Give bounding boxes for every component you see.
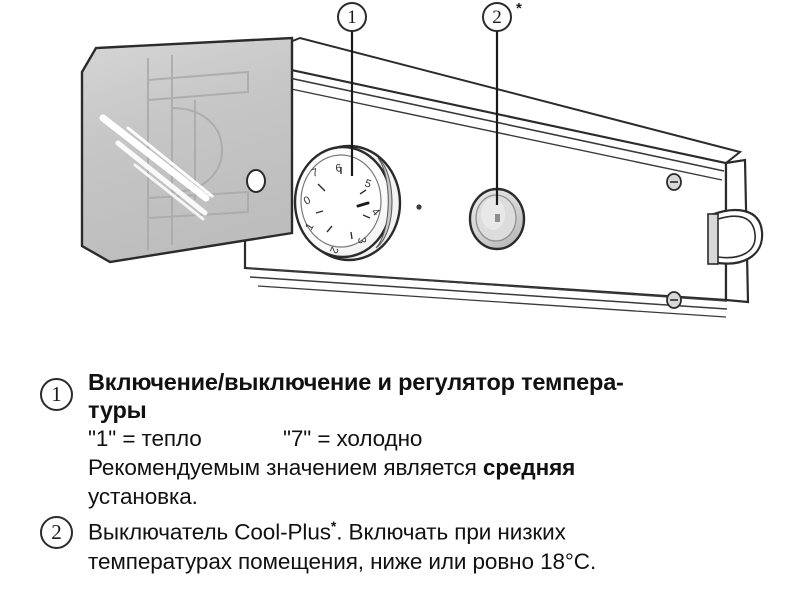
note-bold: средняя — [482, 455, 576, 480]
callout-badge-2: 2 — [482, 2, 512, 32]
side-handle[interactable] — [707, 208, 764, 265]
cool-plus-asterisk: * — [330, 518, 337, 534]
legend-1-note-line1: Рекомендуемым значением является средняя — [88, 453, 800, 482]
legend-2-line2: температурах помещения, ниже или ровно 1… — [88, 548, 597, 574]
legend-item-1: 1 Включение/выключение и регулятор темпе… — [0, 368, 800, 518]
legend-1-title-line1: Включение/выключение и регулятор темпера… — [88, 369, 624, 395]
cool-plus-label: Выключатель Cool-Plus — [88, 519, 331, 545]
svg-text:0: 0 — [302, 194, 313, 207]
legend-2-line1: Выключатель Cool-Plus*. Включать при низ… — [88, 512, 800, 547]
left-end-panel — [80, 36, 294, 264]
svg-text:7: 7 — [310, 167, 320, 180]
legend-block: 1 Включение/выключение и регулятор темпе… — [0, 368, 800, 576]
indicator-dot — [416, 204, 422, 210]
setting-high: "7" = холодно — [283, 426, 423, 451]
legend-number-1: 1 — [40, 378, 73, 411]
svg-text:5: 5 — [363, 177, 373, 190]
svg-text:1: 1 — [303, 221, 316, 232]
legend-1-note-line2: установка. — [88, 484, 198, 509]
legend-1-settings: "1" = тепло "7" = холодно — [88, 424, 800, 453]
svg-text:2: 2 — [327, 245, 340, 255]
temperature-dial[interactable]: 6 5 4 3 2 1 0 7 — [293, 144, 402, 262]
svg-text:6: 6 — [335, 162, 343, 175]
appliance-illustration: 6 5 4 3 2 1 0 7 — [80, 0, 764, 318]
screw-bottom — [666, 291, 682, 309]
legend-2-line1-rest: . Включать при низких — [336, 519, 566, 545]
panel-port-icon — [246, 169, 266, 193]
glare-highlights — [99, 114, 214, 221]
callout-badge-1: 1 — [337, 2, 367, 32]
legend-number-2: 2 — [40, 516, 73, 549]
right-end-assembly — [666, 158, 764, 309]
callout-leader-lines — [350, 31, 499, 205]
legend-1-title-line2: туры — [88, 397, 147, 423]
setting-low: "1" = тепло — [88, 426, 202, 451]
note-before: Рекомендуемым значением является — [88, 455, 483, 480]
callout-2-asterisk: * — [516, 0, 522, 17]
legend-item-2: 2 Выключатель Cool-Plus*. Включать при н… — [0, 512, 800, 576]
svg-text:3: 3 — [355, 236, 368, 244]
screw-top — [666, 173, 682, 191]
